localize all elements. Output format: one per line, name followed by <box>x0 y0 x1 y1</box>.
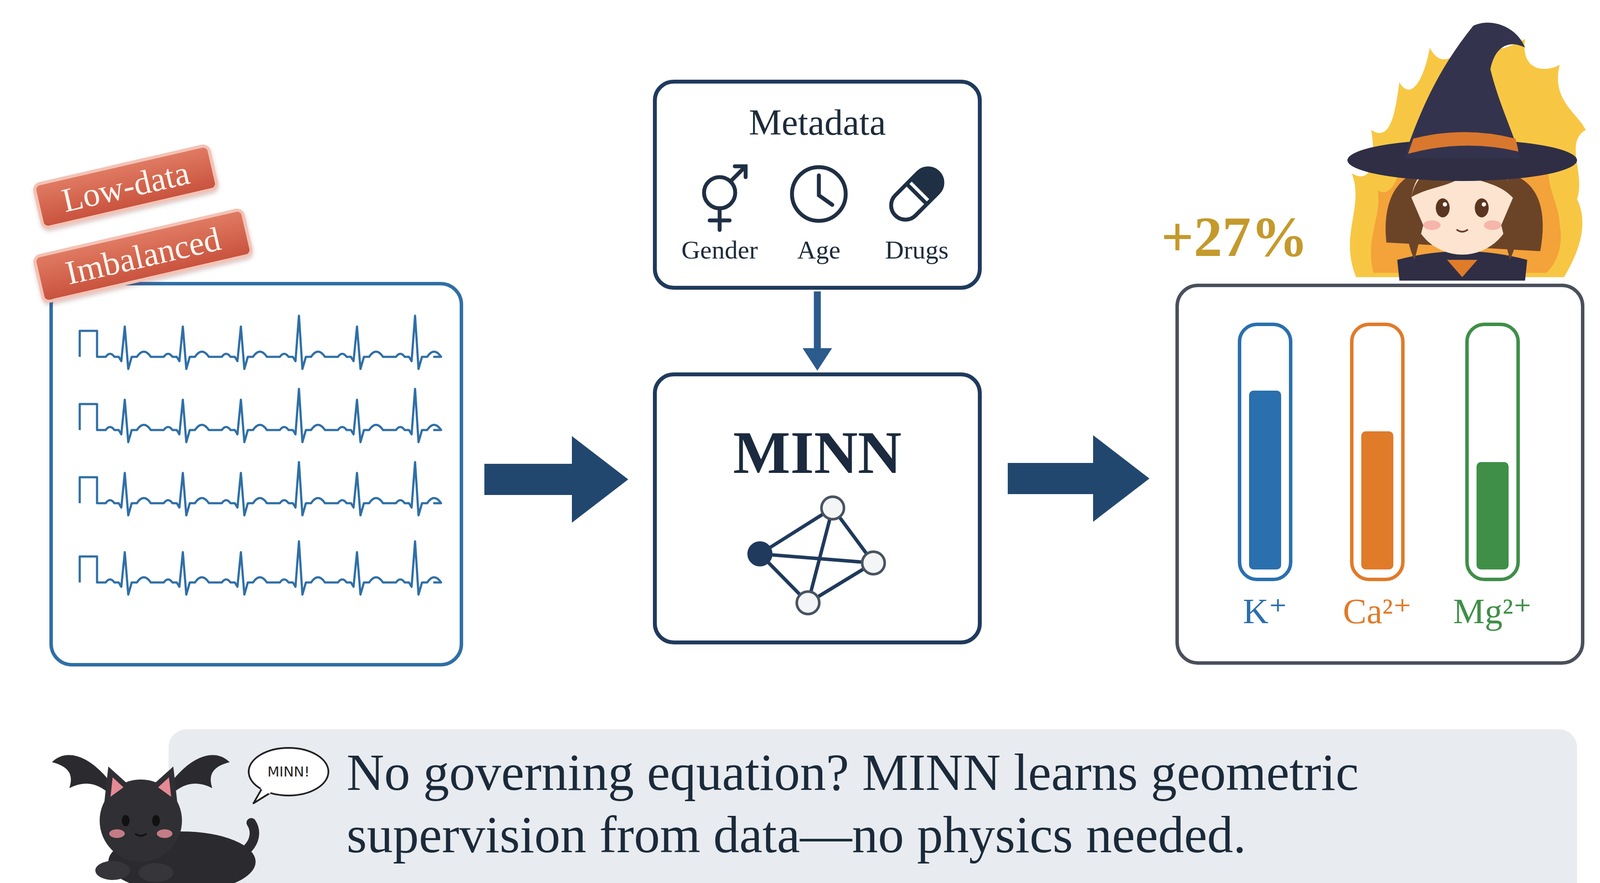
graphic-part <box>135 834 147 837</box>
ecg-trace <box>79 541 442 595</box>
node-label: Ca²⁺ <box>1343 590 1412 633</box>
graphic-part <box>156 829 173 839</box>
graphic-part <box>261 788 271 794</box>
graphic-part <box>51 755 113 798</box>
node-title: K⁺ <box>1243 590 1288 633</box>
graphic-part <box>151 766 178 806</box>
graphic-part <box>730 166 746 182</box>
gender-icon <box>704 166 746 231</box>
caption-text: No governing equation? MINN learns geome… <box>346 741 1560 867</box>
graphic-part <box>109 829 125 839</box>
tag-badge: Low-data <box>31 142 220 231</box>
network-icon <box>656 376 978 641</box>
graphic-part <box>709 208 730 231</box>
node-title: MINN! <box>267 763 310 781</box>
ecg-trace <box>79 462 442 516</box>
bar-outline <box>1466 324 1519 580</box>
speech-bubble: MINN! <box>248 748 329 796</box>
node-title: Imbalanced <box>61 219 225 293</box>
graphic-part <box>121 815 130 827</box>
metadata-box: MetadataGender Age Drugs <box>652 79 982 290</box>
graphic-part <box>1397 251 1528 281</box>
graphic-part <box>885 162 949 226</box>
speech-bubble-outline <box>248 748 329 804</box>
graphic-part <box>248 748 329 796</box>
graphic-part <box>796 591 820 615</box>
node-title: Low-data <box>58 153 193 221</box>
bar-fill <box>1476 462 1509 570</box>
graphic-part <box>1481 202 1487 207</box>
node-title: MINN <box>656 417 978 488</box>
graphic-part <box>1483 220 1502 231</box>
clock-icon <box>791 167 846 221</box>
witch-illustration <box>1347 22 1586 281</box>
graphic-part <box>1403 22 1526 159</box>
node-title: Metadata <box>656 100 978 144</box>
graphic-part <box>1447 259 1478 278</box>
graphic-part <box>821 496 844 520</box>
graphic-part <box>138 863 174 883</box>
bar-outline <box>1239 324 1291 580</box>
flow-arrow <box>1007 435 1150 523</box>
graphic-part <box>216 823 255 863</box>
pill-icon <box>885 162 949 226</box>
input-arrow <box>484 436 629 523</box>
flow-arrow <box>802 291 833 371</box>
graphic-part <box>1406 194 1424 260</box>
node-label: Drugs <box>885 235 949 266</box>
model-box: MINN <box>652 372 982 645</box>
caption-band <box>168 729 1578 883</box>
node-label: Age <box>797 235 841 266</box>
graphic-part <box>158 777 172 798</box>
ecg-traces <box>79 315 442 595</box>
graphic-part <box>862 551 885 575</box>
graphic-part <box>103 766 130 806</box>
cat-illustration <box>51 755 256 883</box>
node-label: Gender <box>681 235 759 266</box>
graphic-part <box>110 777 124 798</box>
graphic-part <box>791 167 846 221</box>
graphic-part <box>748 542 772 566</box>
graphic-part <box>253 788 271 804</box>
graphic-part <box>818 175 833 205</box>
bar-fill <box>1249 390 1282 570</box>
graphic-part <box>1456 229 1468 232</box>
gain-label: +27% <box>1161 203 1308 270</box>
graphic-part <box>759 554 874 564</box>
graphic-part <box>1442 202 1448 207</box>
graphic-part <box>1474 198 1489 218</box>
graphic-part <box>1501 194 1519 260</box>
bar-outline <box>1351 324 1403 580</box>
graphic-part <box>95 861 130 881</box>
graphic-part <box>911 165 946 200</box>
graphic-part <box>1423 220 1441 231</box>
ecg-panel <box>51 283 462 666</box>
node-label: Mg²⁺ <box>1453 590 1532 633</box>
output-box: K⁺ Ca²⁺ Mg²⁺ <box>1175 283 1585 666</box>
bar-fill <box>1361 431 1394 570</box>
graphic-part <box>1435 198 1450 218</box>
graphic-part <box>152 815 160 827</box>
ecg-trace <box>79 315 442 370</box>
graphic-part <box>1408 132 1519 154</box>
graphic-part <box>168 755 230 798</box>
ecg-trace <box>79 389 442 443</box>
